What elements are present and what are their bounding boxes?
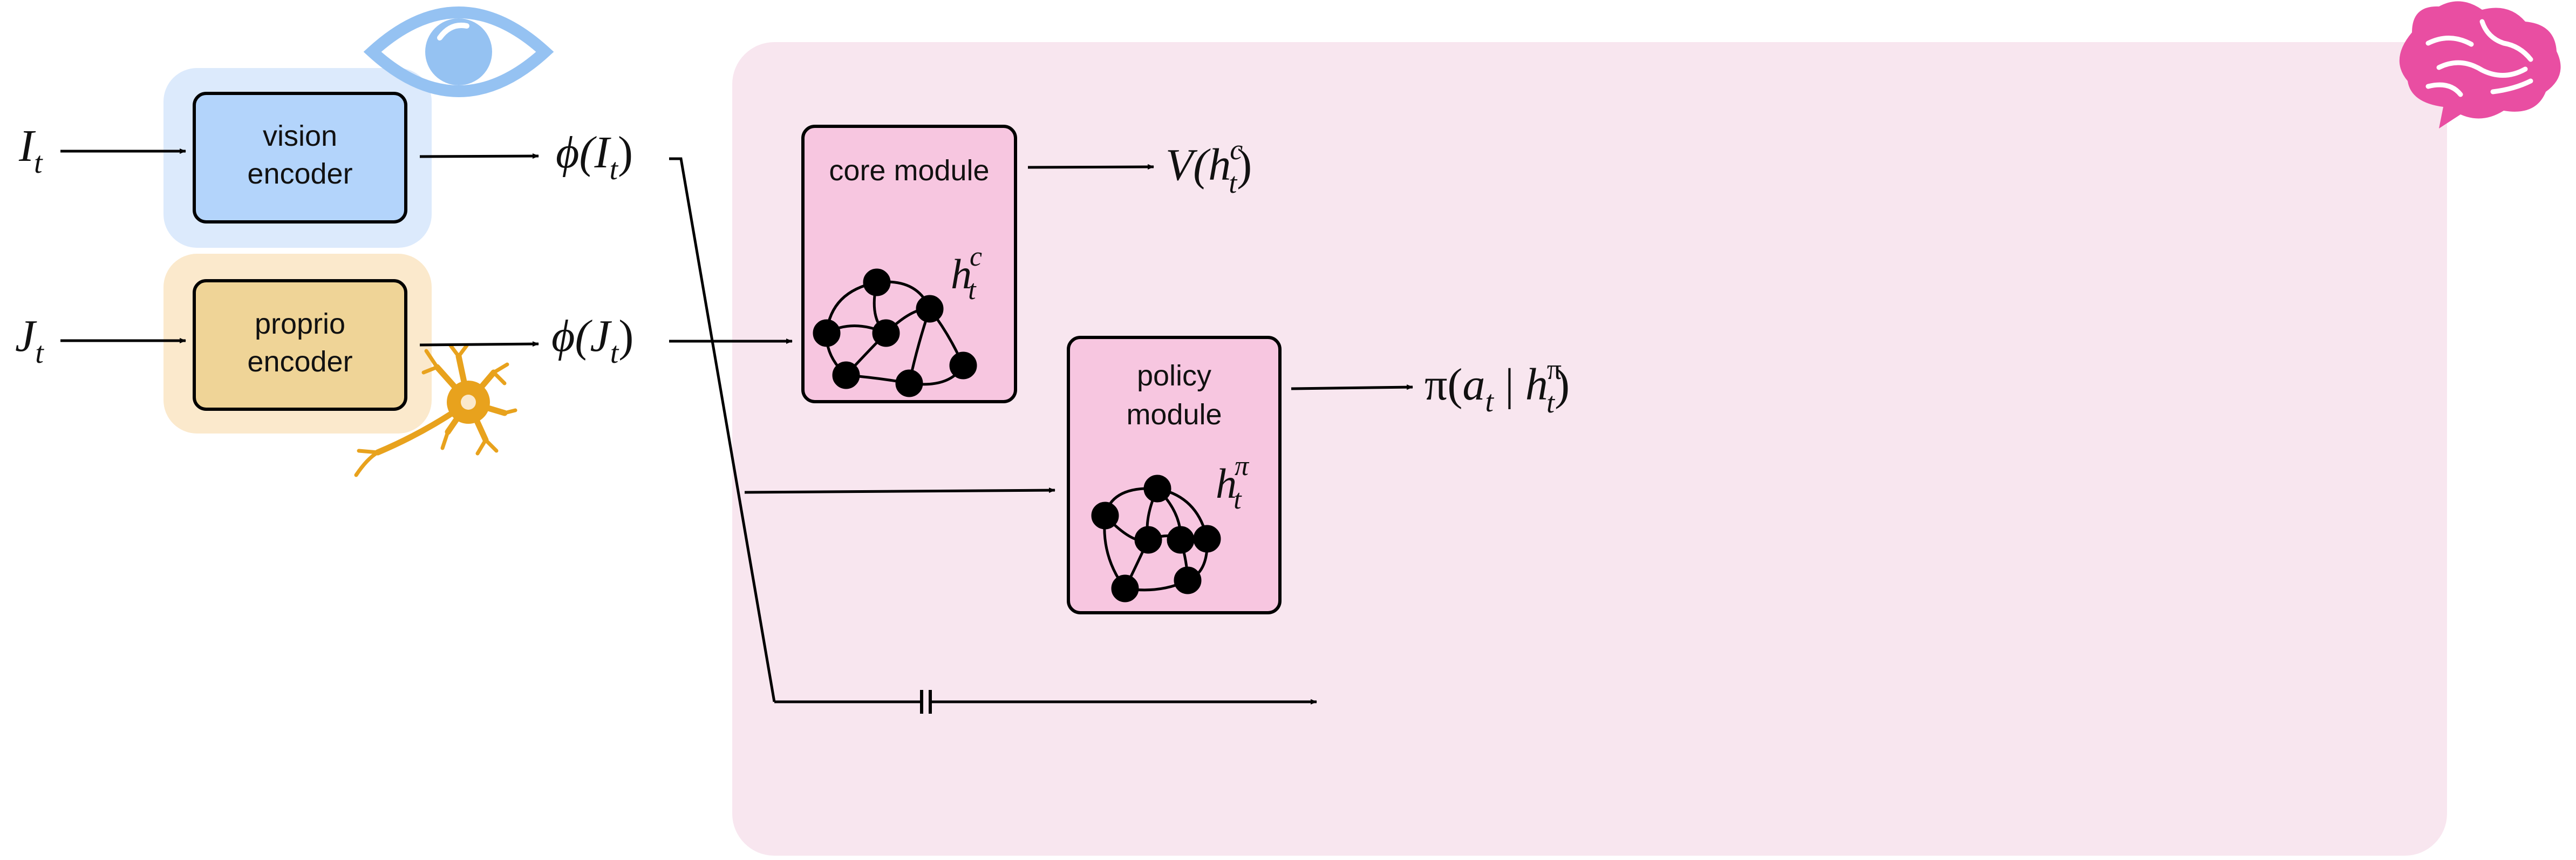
vision-encoder-label-2: encoder bbox=[247, 158, 352, 190]
policy-module-label-1: policy bbox=[1137, 360, 1211, 392]
policy-module-label-2: module bbox=[1126, 398, 1222, 431]
arrow-proprio-to-feature bbox=[419, 341, 539, 347]
agent-region bbox=[732, 42, 2447, 856]
brain-icon bbox=[2399, 1, 2561, 128]
svg-text:ϕ(Jt): ϕ(Jt) bbox=[551, 311, 633, 370]
proprio-encoder-label-1: proprio bbox=[255, 308, 345, 340]
core-module-label: core module bbox=[829, 154, 989, 187]
svg-text:ϕ(It): ϕ(It) bbox=[556, 127, 633, 186]
vision-encoder-box: vision encoder bbox=[193, 92, 407, 224]
vision-feature-label: ϕ(It) bbox=[556, 127, 633, 186]
proprio-encoder-box: proprio encoder bbox=[193, 279, 407, 411]
arrow-vision-to-feature bbox=[419, 153, 539, 159]
svg-text:Jt: Jt bbox=[15, 311, 44, 370]
input-image-label: It bbox=[18, 121, 43, 180]
proprio-encoder-label-2: encoder bbox=[247, 346, 352, 378]
vision-encoder-label-1: vision bbox=[263, 120, 337, 152]
arrow-policy-to-action bbox=[1291, 384, 1413, 390]
svg-text:π(at | hπt): π(at | hπt) bbox=[1425, 353, 1570, 419]
policy-network-graph bbox=[1091, 475, 1221, 602]
neuron-icon bbox=[354, 343, 517, 477]
eye-icon bbox=[363, 6, 554, 97]
svg-text:It: It bbox=[18, 121, 43, 180]
input-joints-label: Jt bbox=[15, 311, 44, 370]
svg-text:V(hct): V(hct) bbox=[1166, 133, 1252, 199]
proprio-feature-label: ϕ(Jt) bbox=[551, 311, 633, 370]
core-network-graph bbox=[813, 268, 977, 397]
vision-feature-route bbox=[669, 157, 776, 702]
arrow-to-policy bbox=[744, 487, 1055, 494]
